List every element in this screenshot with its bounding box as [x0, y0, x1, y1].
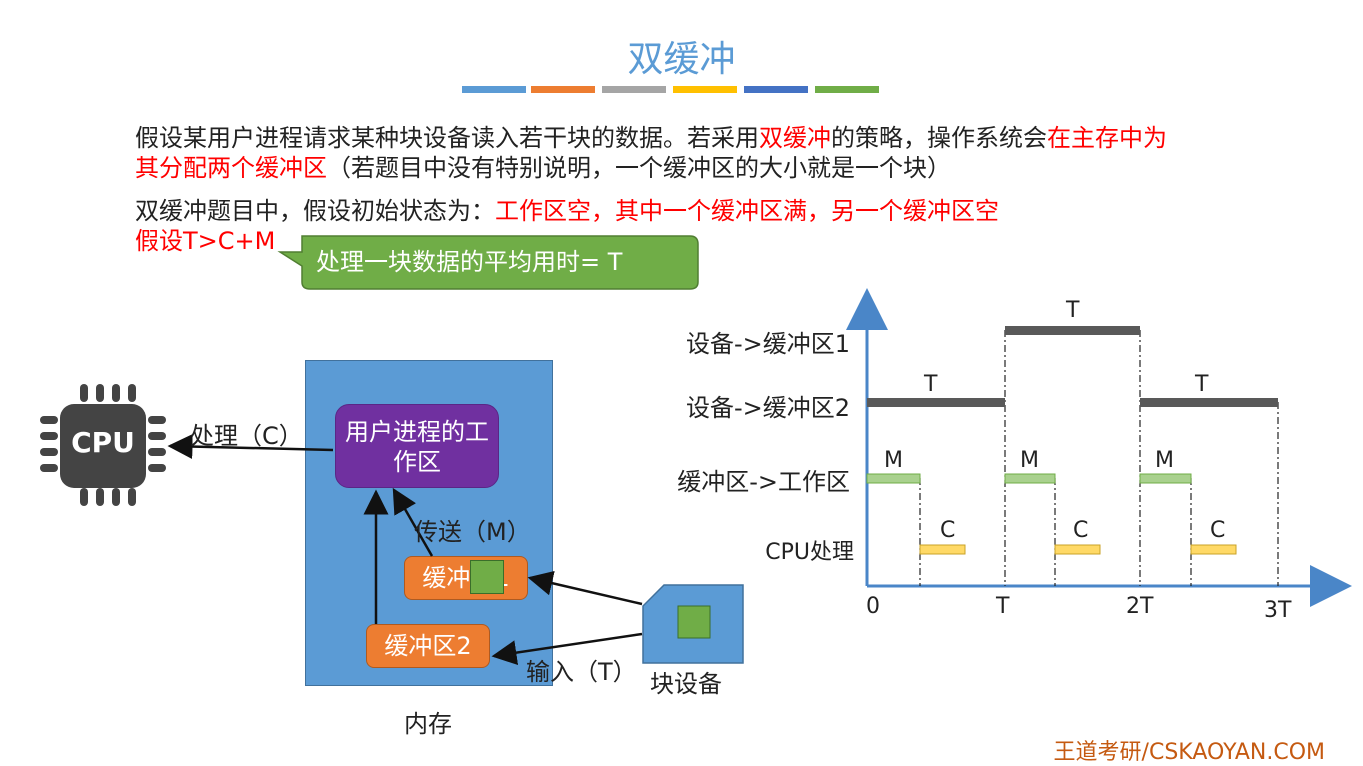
- bar-label-c1: C: [940, 518, 956, 543]
- lane-label-cpu: CPU处理: [765, 540, 854, 565]
- lane-label-device-buffer2: 设备->缓冲区2: [685, 394, 850, 422]
- bar-label-c3: C: [1210, 518, 1226, 543]
- x-tick-0: 0: [866, 594, 880, 619]
- bar-label-t2a: T: [924, 372, 938, 397]
- para2-highlight: 其分配两个缓冲区: [135, 154, 327, 182]
- memory-label: 内存: [404, 710, 452, 738]
- paragraph-2: 其分配两个缓冲区（若题目中没有特别说明，一个缓冲区的大小就是一个块）: [135, 153, 951, 183]
- para3-text: 双缓冲题目中，假设初始状态为：: [135, 197, 495, 225]
- bar-cpu-3: [1190, 544, 1237, 555]
- bar-label-m3: M: [1155, 448, 1174, 473]
- bar-label-m2: M: [1020, 448, 1039, 473]
- bar-transfer-3: [1139, 473, 1192, 484]
- callout-shape: [277, 235, 699, 290]
- para1-text-a: 假设某用户进程请求某种块设备读入若干块的数据。若采用: [135, 124, 759, 152]
- cpu-chip-icon: [40, 384, 166, 506]
- user-process-workarea: 用户进程的工作区: [335, 404, 499, 488]
- slide-title: 双缓冲: [627, 39, 736, 80]
- buffer-2: 缓冲区2: [366, 624, 490, 668]
- title-deco-bar-1: [462, 86, 526, 93]
- paragraph-3: 双缓冲题目中，假设初始状态为：工作区空，其中一个缓冲区满，另一个缓冲区空: [135, 196, 999, 226]
- title-deco-bar-3: [602, 86, 666, 93]
- footer-brand: 王道考研/CSKAOYAN.COM: [1053, 740, 1325, 765]
- bar-device-buffer2-second: [1140, 398, 1278, 407]
- bar-cpu-2: [1054, 544, 1101, 555]
- x-tick-t: T: [996, 594, 1010, 619]
- bar-label-t2b: T: [1195, 372, 1209, 397]
- input-t-label: 输入（T）: [526, 658, 637, 686]
- para1-highlight-main-memory: 在主存中为: [1047, 124, 1167, 152]
- assumption-text: 假设T>C+M: [135, 227, 276, 255]
- paragraph-1: 假设某用户进程请求某种块设备读入若干块的数据。若采用双缓冲的策略，操作系统会在主…: [135, 123, 1167, 153]
- x-tick-3t: 3T: [1264, 598, 1292, 623]
- title-deco-bar-6: [815, 86, 879, 93]
- title-deco-bar-4: [673, 86, 737, 93]
- bar-device-buffer1: [1005, 326, 1140, 335]
- lane-label-device-buffer1: 设备->缓冲区1: [685, 330, 850, 358]
- lane-label-buffer-workarea: 缓冲区->工作区: [677, 468, 850, 496]
- para1-text-c: 的策略，操作系统会: [831, 124, 1047, 152]
- block-device-icon: [642, 584, 744, 664]
- bar-device-buffer2-first: [867, 398, 1005, 407]
- cpu-label: CPU: [71, 426, 135, 459]
- block-device-label: 块设备: [650, 670, 722, 698]
- para1-highlight-double-buffer: 双缓冲: [759, 124, 831, 152]
- bar-cpu-1: [919, 544, 966, 555]
- process-c-label: 处理（C）: [190, 422, 303, 450]
- para3-highlight: 工作区空，其中一个缓冲区满，另一个缓冲区空: [495, 197, 999, 225]
- para2-text: （若题目中没有特别说明，一个缓冲区的大小就是一个块）: [327, 154, 951, 182]
- bar-label-c2: C: [1073, 518, 1089, 543]
- x-tick-2t: 2T: [1126, 594, 1154, 619]
- callout-text: 处理一块数据的平均用时= T: [316, 248, 623, 276]
- bar-transfer-2: [1004, 473, 1056, 484]
- transfer-m-label: 传送（M）: [414, 518, 531, 546]
- bar-label-t1: T: [1066, 298, 1080, 323]
- data-block-in-buffer-1: [470, 560, 504, 594]
- title-deco-bar-5: [744, 86, 808, 93]
- bar-transfer-1: [866, 473, 921, 484]
- time-guides: [919, 330, 1279, 586]
- bar-label-m1: M: [884, 448, 903, 473]
- title-deco-bar-2: [531, 86, 595, 93]
